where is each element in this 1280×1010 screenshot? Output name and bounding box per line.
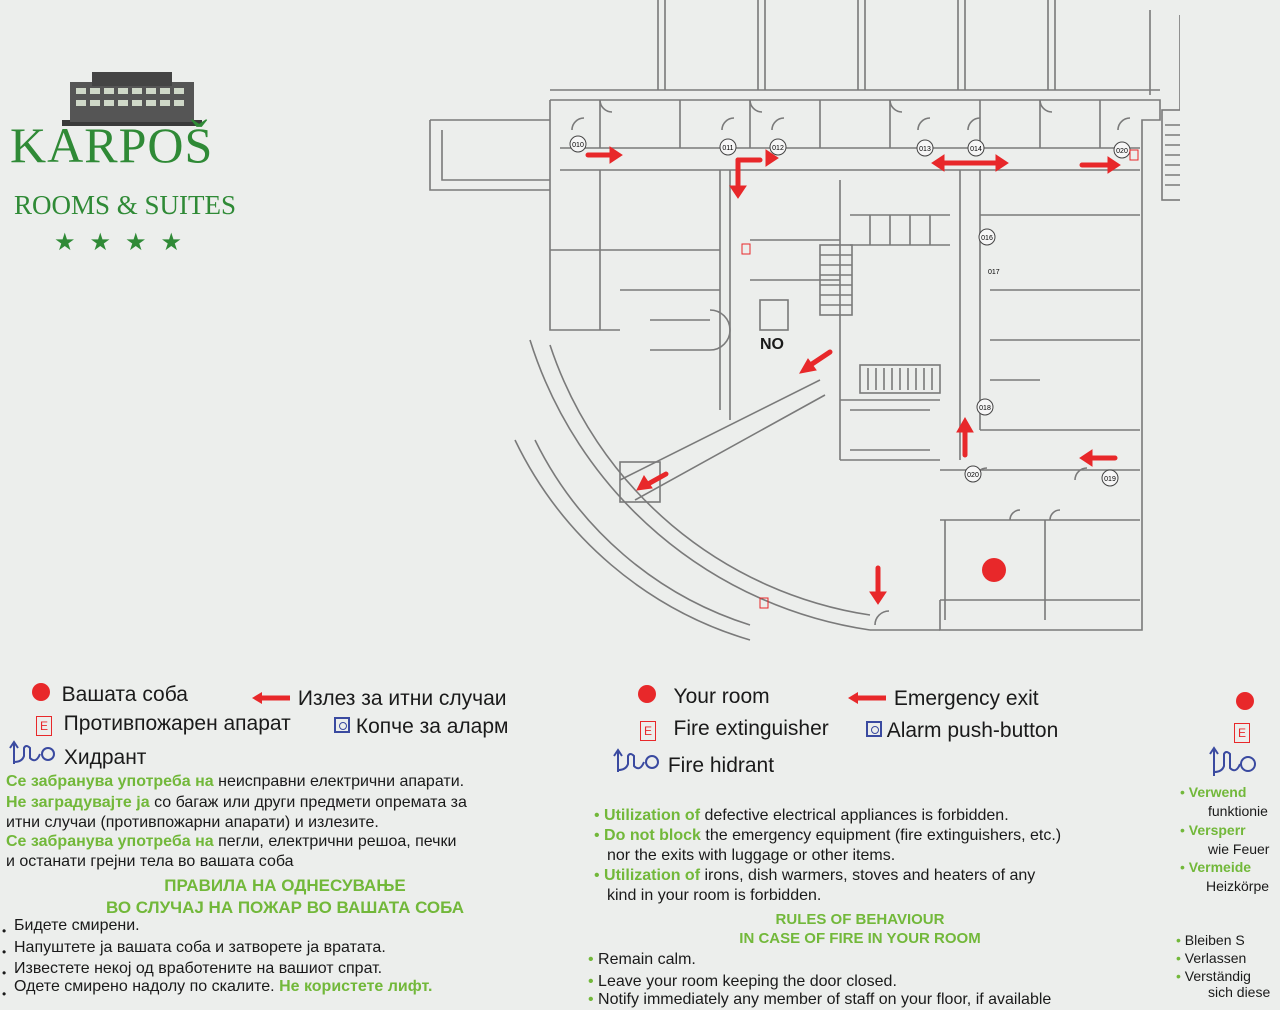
rule-mk-1: Се забранува употреба на неисправни елек… (6, 773, 465, 790)
door-number: 012 (772, 145, 784, 152)
hydrant-icon (9, 740, 55, 764)
heading-en-2: IN CASE OF FIRE IN YOUR ROOM (739, 930, 981, 947)
hydrant-icon (613, 748, 659, 772)
legend-mk-exit: Излез за итни случаи (250, 686, 507, 712)
door-number: 019 (1104, 476, 1116, 483)
legend-en-exit: Emergency exit (846, 686, 1039, 712)
alarm-button-icon (334, 717, 350, 733)
rule-de-1: • Verwend (1180, 784, 1247, 800)
door-number: 017 (988, 269, 1000, 276)
fire-extinguisher-icon: E (36, 716, 52, 736)
rule-en-1: • Utilization of defective electrical ap… (594, 807, 1009, 824)
heading-mk-1: ПРАВИЛА НА ОДНЕСУВАЊЕ (164, 876, 406, 895)
door-number: 014 (970, 146, 982, 153)
step-de-1: • Bleiben S (1176, 932, 1245, 948)
rule-en-3: • Utilization of irons, dish warmers, st… (594, 867, 1036, 884)
legend-en-hydrant: Fire hidrant (612, 746, 774, 779)
alarm-button-icon (866, 721, 882, 737)
rule-de-3: • Vermeide (1180, 859, 1252, 875)
legend-mk-alarm: Копче за аларм (334, 714, 508, 740)
step-de-3: • Verständig (1176, 968, 1251, 984)
floor-plan: 010 011 012 013 014 020 016 018 020 019 017 (429, 0, 1180, 641)
door-number: 010 (572, 142, 584, 149)
door-number: 018 (979, 405, 991, 412)
heading-mk-2: ВО СЛУЧАЈ НА ПОЖАР ВО ВАШАТА СОБА (105, 898, 464, 917)
rule-mk-3: Се забранува употреба на пегли, електрич… (6, 833, 457, 850)
legend-mk-extinguisher: E Противпожарен апарат (36, 711, 291, 737)
rule-mk-2: Не заградувајте ја со багаж или други пр… (6, 794, 467, 811)
red-dot-icon (32, 683, 50, 701)
door-number: 013 (919, 146, 931, 153)
hydrant-icon (1209, 746, 1256, 776)
step-de-2: • Verlassen (1176, 950, 1247, 966)
legend-en-extinguisher: E Fire extinguisher (640, 716, 829, 742)
legend-de-extinguisher: E (1234, 723, 1250, 743)
step-mk-3: Известете некој од вработените на вашиот… (14, 960, 383, 977)
bullets-mk: •••• (2, 924, 7, 1001)
legend-mk-your-room: Вашата соба (32, 682, 188, 708)
building-icon (62, 72, 202, 126)
step-mk-2: Напуштете ја вашата соба и затворете ја … (14, 939, 386, 956)
room-label-no: NO (760, 336, 784, 353)
rule-en-2: • Do not block the emergency equipment (… (594, 827, 1062, 844)
legend-mk-hydrant: Хидрант (8, 738, 146, 771)
legend-en-your-room: Your room (638, 684, 770, 710)
brand-subtitle: ROOMS & SUITES (14, 190, 237, 220)
rule-de-2: • Versperr (1180, 822, 1246, 838)
rule-de-2b: wie Feuer (1208, 841, 1270, 857)
heading-en-1: RULES OF BEHAVIOUR (775, 911, 945, 928)
red-dot-icon (1236, 692, 1254, 710)
red-dot-icon (638, 685, 656, 703)
step-en-1: • Remain calm. (588, 951, 696, 968)
step-en-3: • Notify immediately any member of staff… (588, 991, 1052, 1008)
door-number: 020 (1116, 148, 1128, 155)
legend-en-alarm: Alarm push-button (866, 718, 1058, 744)
step-mk-4: Одете смирено надолу по скалите. Не кори… (14, 978, 433, 995)
hotel-logo (10, 60, 250, 260)
star-rating: ★★★★ (54, 229, 197, 256)
brand-name: KARPOŠ (10, 117, 214, 173)
legend-de-your-room (1236, 692, 1254, 715)
rule-mk-2b: итни случаи (противпожарни апарати) и из… (6, 814, 379, 831)
rule-mk-3b: и останати грејни тела во вашата соба (6, 853, 294, 870)
exit-arrow-icon (848, 692, 886, 704)
rule-de-3b: Heizkörpe (1206, 878, 1270, 894)
rule-de-1b: funktionie (1208, 803, 1268, 819)
door-number: 016 (981, 235, 993, 242)
step-mk-1: Бидете смирени. (14, 917, 140, 934)
fire-extinguisher-icon: E (1234, 723, 1250, 743)
door-number: 011 (722, 145, 733, 152)
rule-en-3b: kind in your room is forbidden. (607, 887, 822, 904)
step-de-3b: sich diese (1208, 984, 1271, 1000)
door-number: 020 (967, 472, 979, 479)
exit-arrow-icon (252, 692, 290, 704)
step-en-2: • Leave your room keeping the door close… (588, 973, 897, 990)
legend-de-hydrant (1208, 742, 1258, 781)
rule-en-2b: nor the exits with luggage or other item… (607, 847, 896, 864)
fire-extinguisher-icon: E (640, 721, 656, 741)
